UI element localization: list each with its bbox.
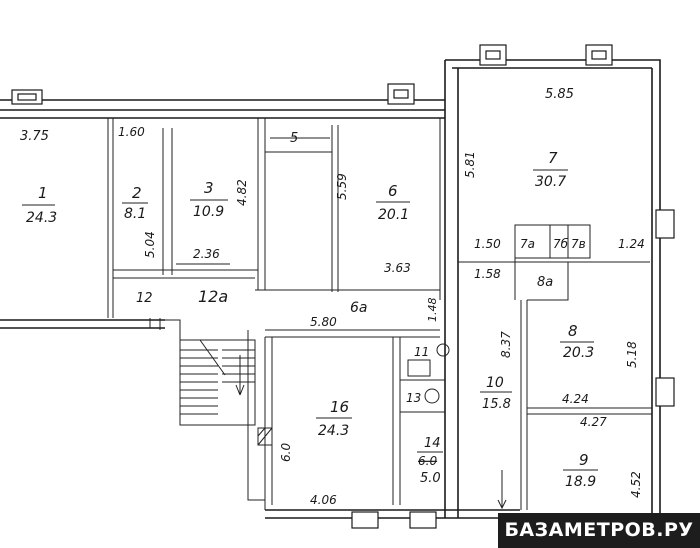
dimension-labels: 3.75 1.60 5 5.85 5.81 5.04 4.82 5.59 2.3… xyxy=(20,87,645,507)
dim-4-24: 4.24 xyxy=(562,392,589,406)
dim-4-52: 4.52 xyxy=(629,471,643,498)
room-7-number: 7 xyxy=(548,149,558,167)
dim-1-24: 1.24 xyxy=(618,237,645,251)
dim-5-18: 5.18 xyxy=(625,341,639,368)
room-8-number: 8 xyxy=(568,322,578,340)
watermark-logo: БАЗАМЕТРОВ.РУ xyxy=(498,513,700,548)
room-1-area: 24.3 xyxy=(26,210,57,226)
dim-5-85: 5.85 xyxy=(545,87,574,102)
dim-6-0: 6.0 xyxy=(279,443,293,462)
room-16-area: 24.3 xyxy=(318,423,349,439)
dim-1-58: 1.58 xyxy=(474,267,501,281)
room-labels: 1 24.3 2 8.1 3 10.9 6 20.1 7 30.7 8 20.3… xyxy=(22,149,598,490)
dim-8-37: 8.37 xyxy=(499,331,513,358)
dim-5-81: 5.81 xyxy=(463,151,477,178)
room-10-area: 15.8 xyxy=(482,397,511,412)
windows xyxy=(11,44,675,529)
dim-1-48: 1.48 xyxy=(426,298,439,323)
dim-5-04: 5.04 xyxy=(143,231,157,258)
room-8-area: 20.3 xyxy=(563,345,594,361)
tag-12: 12 xyxy=(136,291,153,306)
room-1-number: 1 xyxy=(38,184,48,202)
dim-3-75: 3.75 xyxy=(20,129,49,144)
dim-5-80: 5.80 xyxy=(310,315,337,329)
room-3-number: 3 xyxy=(204,179,214,197)
tag-12a: 12а xyxy=(198,287,228,306)
room-2-number: 2 xyxy=(132,184,142,202)
dim-4-27: 4.27 xyxy=(580,415,607,429)
room-tags: 12а 6а 7а 7б 7в 8а 11 12 13 xyxy=(136,237,586,405)
dim-4-82: 4.82 xyxy=(235,179,249,206)
dim-1-60: 1.60 xyxy=(118,125,145,139)
room-14-number: 14 xyxy=(424,436,441,451)
room-14-area: 5.0 xyxy=(420,471,441,486)
room-14-struck-area: 6.0 xyxy=(418,454,437,468)
dim-3-63: 3.63 xyxy=(384,261,411,275)
room-6-number: 6 xyxy=(388,182,398,200)
room-16-number: 16 xyxy=(330,398,349,416)
room-6-area: 20.1 xyxy=(378,207,409,223)
tag-11: 11 xyxy=(414,345,429,359)
dim-5-59: 5.59 xyxy=(335,173,349,200)
room-10-number: 10 xyxy=(486,375,504,391)
room-7-area: 30.7 xyxy=(535,174,566,190)
room-3-area: 10.9 xyxy=(193,204,224,220)
dim-1-50: 1.50 xyxy=(474,237,501,251)
tag-8a: 8а xyxy=(537,275,553,290)
tag-7v: 7в xyxy=(571,237,586,251)
tag-7b: 7б xyxy=(553,237,569,251)
tag-13: 13 xyxy=(406,391,421,405)
walls xyxy=(0,59,661,519)
tag-7a: 7а xyxy=(520,237,535,251)
room-2-area: 8.1 xyxy=(124,206,146,222)
dim-4-06: 4.06 xyxy=(310,493,337,507)
room-9-area: 18.9 xyxy=(565,474,596,490)
room-9-number: 9 xyxy=(579,451,589,469)
tag-6a: 6а xyxy=(350,300,368,316)
dim-2-36: 2.36 xyxy=(193,247,220,261)
